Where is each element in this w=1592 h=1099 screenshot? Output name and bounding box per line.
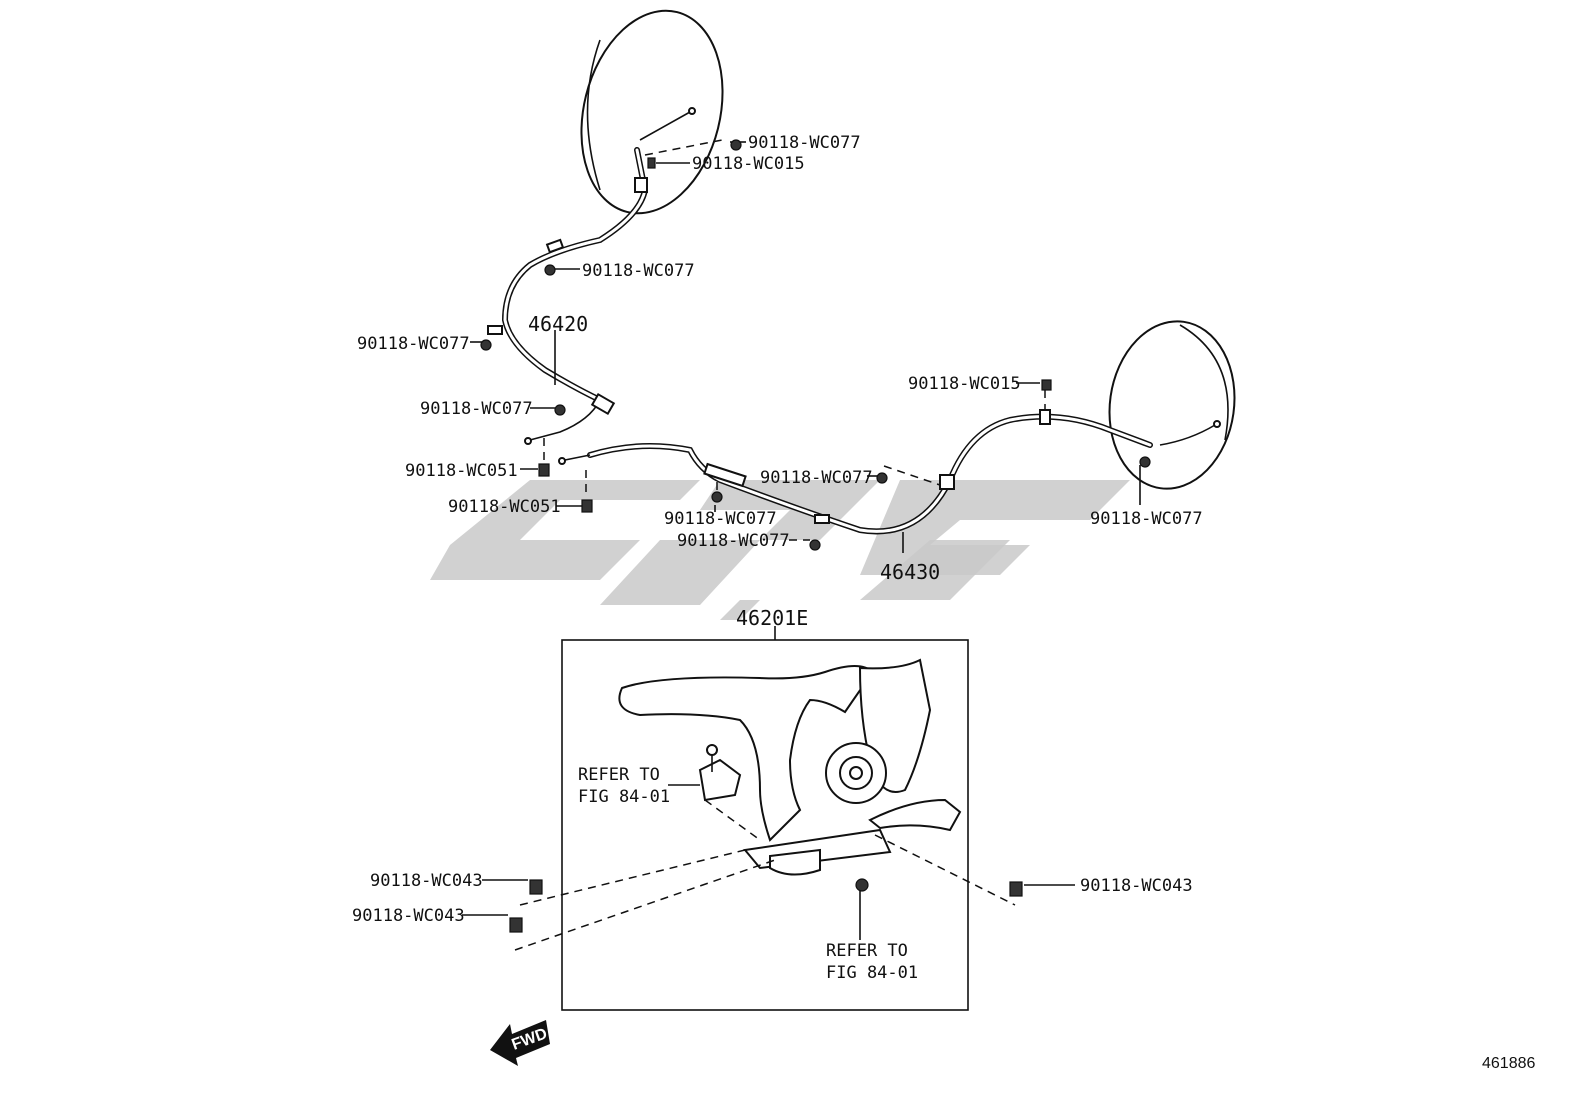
label-left-bolt-a: 90118-WC051 xyxy=(405,461,518,481)
label-top-nut: 90118-WC077 xyxy=(748,133,861,153)
label-lever-bolt-left-b: 90118-WC043 xyxy=(352,906,465,926)
lever-assembly-box xyxy=(514,639,1016,1011)
label-right-drum-nut: 90118-WC077 xyxy=(1090,509,1203,529)
label-center-low-nut-b: 90118-WC077 xyxy=(677,531,790,551)
lever-bolts xyxy=(462,879,1075,933)
watermark xyxy=(430,480,1130,620)
label-46420: 46420 xyxy=(528,312,588,336)
label-46430: 46430 xyxy=(880,560,940,584)
refer-bottom-line1: REFER TO xyxy=(826,941,908,961)
cable-46430 xyxy=(558,409,1153,535)
cable-46420 xyxy=(487,147,649,445)
right-brake-drum xyxy=(1108,320,1236,490)
refer-top-line2: FIG 84-01 xyxy=(578,787,670,807)
label-46201E: 46201E xyxy=(736,606,808,630)
fastener-glyphs xyxy=(480,139,1151,551)
refer-top-line1: REFER TO xyxy=(578,765,660,785)
label-mid-nut: 90118-WC077 xyxy=(582,261,695,281)
label-lever-bolt-left-a: 90118-WC043 xyxy=(370,871,483,891)
fwd-arrow: FWD xyxy=(490,1020,550,1066)
left-brake-drum xyxy=(580,9,724,215)
label-left-nut: 90118-WC077 xyxy=(357,334,470,354)
label-top-bolt: 90118-WC015 xyxy=(692,154,805,174)
label-left-bolt-b: 90118-WC051 xyxy=(448,497,561,517)
refer-bottom-line2: FIG 84-01 xyxy=(826,963,918,983)
figure-code: 461886 xyxy=(1482,1055,1535,1072)
upper-leaders xyxy=(470,139,1141,640)
label-lever-bolt-right: 90118-WC043 xyxy=(1080,876,1193,896)
label-right-bolt: 90118-WC015 xyxy=(908,374,1021,394)
label-left-lower-nut: 90118-WC077 xyxy=(420,399,533,419)
label-center-nut: 90118-WC077 xyxy=(760,468,873,488)
label-center-low-nut-a: 90118-WC077 xyxy=(664,509,777,529)
